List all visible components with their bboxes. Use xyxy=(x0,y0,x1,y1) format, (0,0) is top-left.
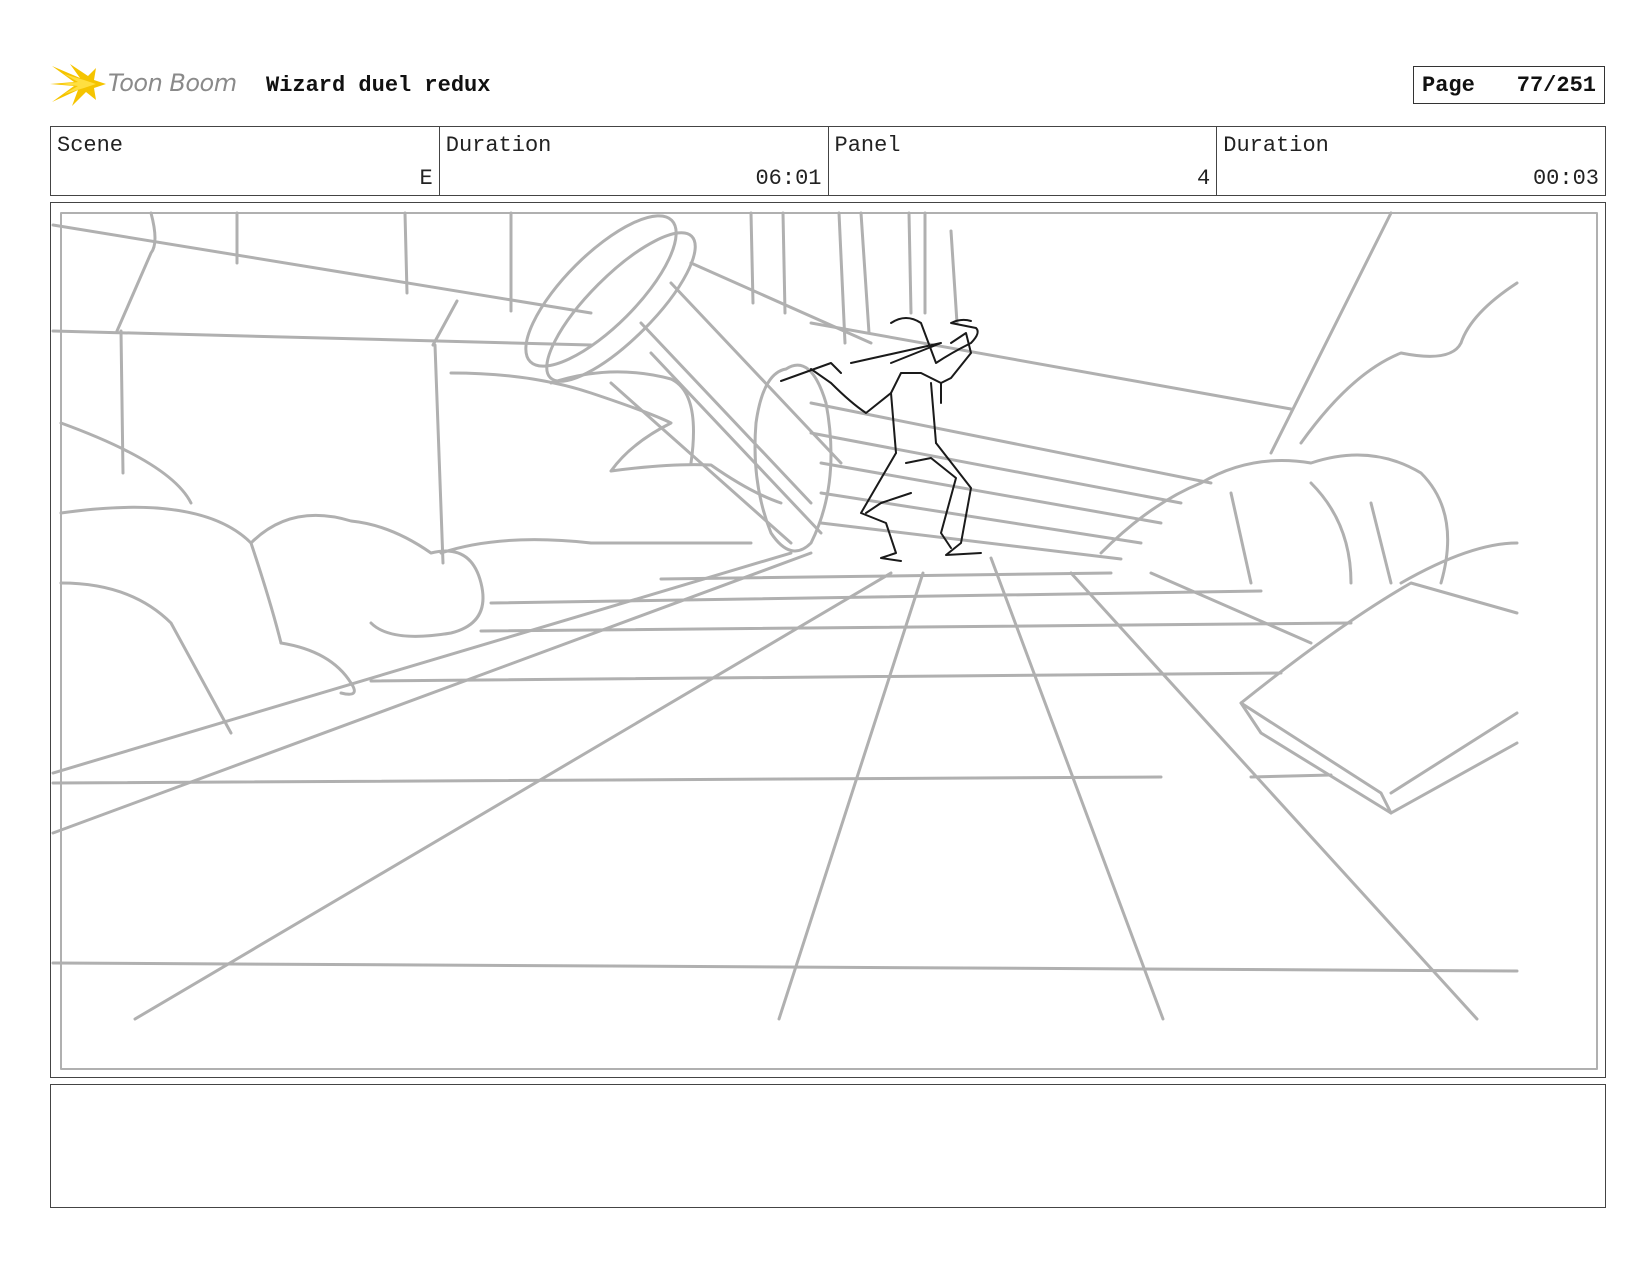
scene-duration-label: Duration xyxy=(445,133,552,158)
panel-cell: Panel 4 xyxy=(829,127,1218,195)
project-title: Wizard duel redux xyxy=(266,73,491,98)
page-label: Page xyxy=(1422,72,1475,98)
panel-duration-value: 00:03 xyxy=(1532,166,1599,191)
sketch-drawing xyxy=(51,211,1598,1070)
scene-label: Scene xyxy=(57,133,124,158)
storyboard-panel-image xyxy=(50,202,1606,1078)
panel-notes xyxy=(50,1084,1606,1208)
background-sketch xyxy=(51,211,1598,1070)
page-number: 77/251 xyxy=(1516,72,1596,98)
panel-info-table: Scene E Duration 06:01 Panel 4 Duration … xyxy=(50,126,1606,196)
scene-cell: Scene E xyxy=(51,127,440,195)
panel-label: Panel xyxy=(834,133,901,158)
page-indicator: Page 77/251 xyxy=(1413,66,1605,104)
scene-value: E xyxy=(419,166,433,191)
panel-duration-label: Duration xyxy=(1223,133,1329,158)
scene-duration-cell: Duration 06:01 xyxy=(440,127,829,195)
starburst-icon xyxy=(50,64,106,106)
toon-boom-logo: Toon Boom xyxy=(50,60,250,108)
storyboard-header: Toon Boom Wizard duel redux Page 77/251 xyxy=(50,58,1605,110)
wizard-character xyxy=(780,317,982,562)
logo-text: Toon Boom xyxy=(108,69,237,97)
scene-duration-value: 06:01 xyxy=(755,166,822,191)
panel-duration-cell: Duration 00:03 xyxy=(1217,127,1605,195)
panel-value: 4 xyxy=(1197,166,1211,191)
